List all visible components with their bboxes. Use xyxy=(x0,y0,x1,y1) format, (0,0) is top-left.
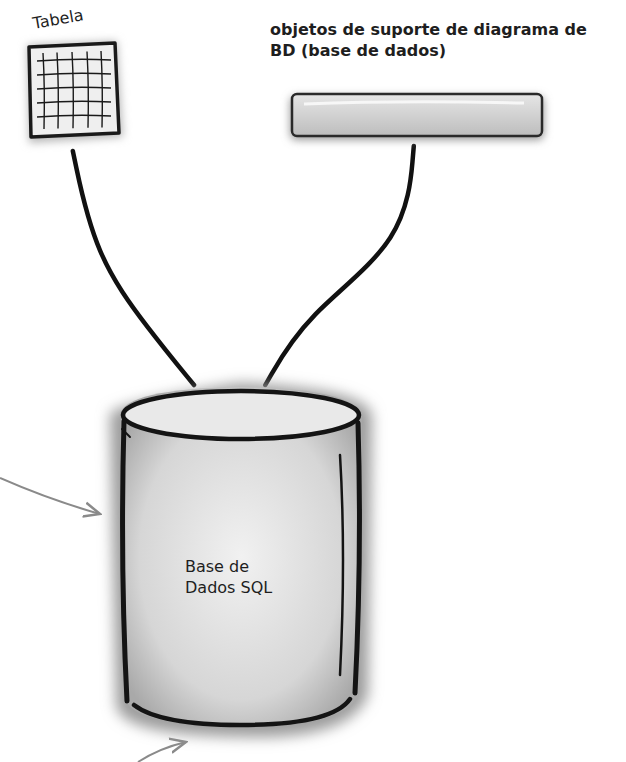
connector-line xyxy=(73,151,194,385)
node-label: Tabela xyxy=(31,0,123,35)
database-cylinder: Base de Dados SQL xyxy=(100,375,385,747)
node-label: objetos de suporte de diagrama de BD (ba… xyxy=(270,20,600,62)
support-object: objetos de suporte de diagrama de BD (ba… xyxy=(262,18,607,146)
connector-line xyxy=(265,146,414,385)
table-icon xyxy=(17,37,129,149)
support-object-bar xyxy=(284,88,550,146)
pointer-arrow xyxy=(138,742,186,762)
pointer-arrow xyxy=(0,478,100,514)
table-icon: Tabela xyxy=(15,10,133,151)
database-label: Base de Dados SQL xyxy=(185,557,295,599)
